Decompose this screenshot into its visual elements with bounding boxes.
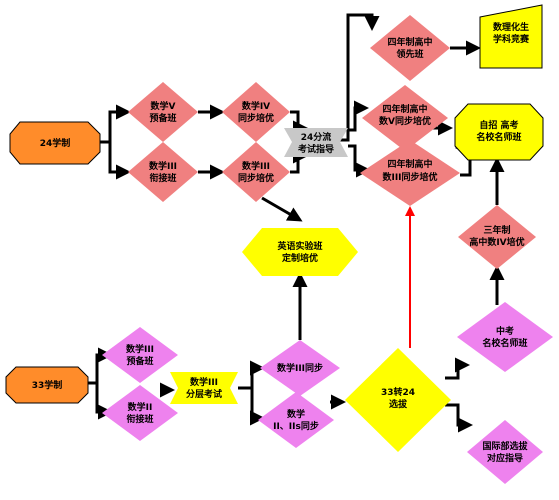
math-ii-bridge-label-2: 衔接班 (126, 413, 153, 425)
exam-24-node: 24分流 考试指导 (284, 128, 348, 157)
four-year-v-label-1: 四年制高中 (382, 103, 427, 115)
start-24-node: 24学制 (9, 121, 101, 165)
self-exam-label-2: 名校名师班 (476, 131, 521, 143)
start-24-label: 24学制 (40, 137, 71, 149)
four-year-top-node: 四年制高中 领先班 (370, 15, 450, 81)
four-year-v-label-2: 数V同步培优 (379, 115, 431, 127)
math-ii-sync-label-1: 数学 (287, 408, 305, 420)
transfer-label-1: 33转24 (381, 386, 415, 398)
connector-exam-to-four-year-v (348, 100, 369, 132)
olympiad-label-1: 数理化生 (493, 21, 529, 33)
start-33-node: 33学制 (5, 366, 89, 404)
self-exam-node: 自招 高考 名校名师班 (454, 103, 544, 161)
four-year-iii-label-2: 数III同步培优 (382, 171, 437, 183)
math-iii-sync-a-label-2: 同步培优 (238, 172, 274, 184)
connector-math-iv-sync-to-exam (290, 110, 308, 136)
connector-transfer-to-intl (445, 403, 473, 433)
intl-node: 国际部选拔 对应指导 (467, 420, 543, 484)
math-iii-bridge-label-2: 衔接班 (149, 172, 176, 184)
zhongkao-node: 中考 名校名师班 (457, 302, 553, 372)
olympiad-label-2: 学科竞赛 (493, 33, 530, 45)
math-iii-tier-node: 数学III 分层考试 (170, 372, 238, 404)
math-iii-prep-label-2: 预备班 (126, 355, 153, 367)
start-33-label: 33学制 (32, 379, 63, 391)
four-year-iii-node: 四年制高中 数III同步培优 (360, 140, 460, 206)
transfer-label-2: 选拔 (389, 398, 408, 410)
olympiad-node: 数理化生 学科竞赛 (479, 4, 543, 69)
math-v-prep-label-1: 数学V (151, 100, 176, 112)
four-year-top-label-2: 领先班 (396, 48, 423, 60)
intl-label-1: 国际部选拔 (482, 440, 528, 452)
connector-tier-to-math-iii-sync (238, 360, 265, 390)
intl-label-2: 对应指导 (487, 452, 523, 464)
four-year-top-label-1: 四年制高中 (387, 36, 432, 48)
math-iv-sync-node: 数学IV 同步培优 (222, 82, 290, 142)
math-iv-sync-label-1: 数学IV (242, 100, 270, 112)
transfer-node: 33转24 选拔 (345, 348, 451, 452)
connector-transfer-to-zhongkao (445, 357, 470, 380)
math-ii-bridge-node: 数学II 衔接班 (102, 385, 178, 441)
exam-24-label-2: 考试指导 (298, 143, 334, 155)
four-year-v-node: 四年制高中 数V同步培优 (362, 85, 448, 151)
english-label-2: 定制培优 (281, 252, 318, 264)
four-year-iii-label-1: 四年制高中 (387, 158, 432, 170)
math-ii-bridge-label-1: 数学II (128, 401, 153, 413)
connector-start33-to-math-iii-prep (88, 347, 113, 385)
connector-math-iii-sync-to-exam (290, 148, 308, 174)
math-v-prep-label-2: 预备班 (149, 112, 176, 124)
math-ii-sync-label-2: II、IIs同步 (273, 420, 319, 432)
math-iii-sync-a-node: 数学III 同步培优 (222, 142, 290, 202)
connector-math-iii-sync-to-english (261, 196, 303, 222)
math-iii-tier-label-1: 数学III (190, 376, 218, 388)
math-iii-bridge-label-1: 数学III (149, 160, 177, 172)
math-iii-prep-label-1: 数学III (126, 343, 154, 355)
connector-start24-to-math-v-prep (100, 104, 131, 144)
math-v-prep-node: 数学V 预备班 (128, 82, 198, 142)
connector-exam-to-four-year-iii (348, 144, 371, 178)
exam-24-label-1: 24分流 (301, 131, 332, 143)
math-iii-bridge-node: 数学III 衔接班 (128, 142, 198, 202)
math-iii-prep-node: 数学III 预备班 (102, 327, 178, 383)
math-iv-sync-label-2: 同步培优 (238, 112, 274, 124)
three-year-node: 三年制 高中数IV培优 (458, 205, 536, 269)
english-label-1: 英语实验班 (276, 240, 322, 252)
math-ii-sync-node: 数学 II、IIs同步 (258, 392, 334, 448)
math-iii-tier-label-2: 分层考试 (186, 388, 222, 400)
three-year-label-2: 高中数IV培优 (469, 236, 524, 248)
three-year-label-1: 三年制 (483, 224, 510, 236)
english-node: 英语实验班 定制培优 (242, 228, 358, 276)
math-iii-sync-b-node: 数学III同步 (260, 340, 340, 396)
math-iii-sync-a-label-1: 数学III (242, 160, 270, 172)
connector-start24-to-math-iii-bridge (108, 142, 131, 180)
self-exam-label-1: 自招 高考 (479, 119, 518, 131)
connector-tier-to-math-ii-sync (250, 388, 265, 426)
zhongkao-label-2: 名校名师班 (482, 337, 527, 349)
connector-exam-to-four-year-top (338, 13, 380, 142)
zhongkao-label-1: 中考 (496, 325, 514, 337)
math-iii-sync-b-label: 数学III同步 (277, 362, 323, 374)
connector-start33-to-math-ii-bridge (95, 383, 113, 420)
